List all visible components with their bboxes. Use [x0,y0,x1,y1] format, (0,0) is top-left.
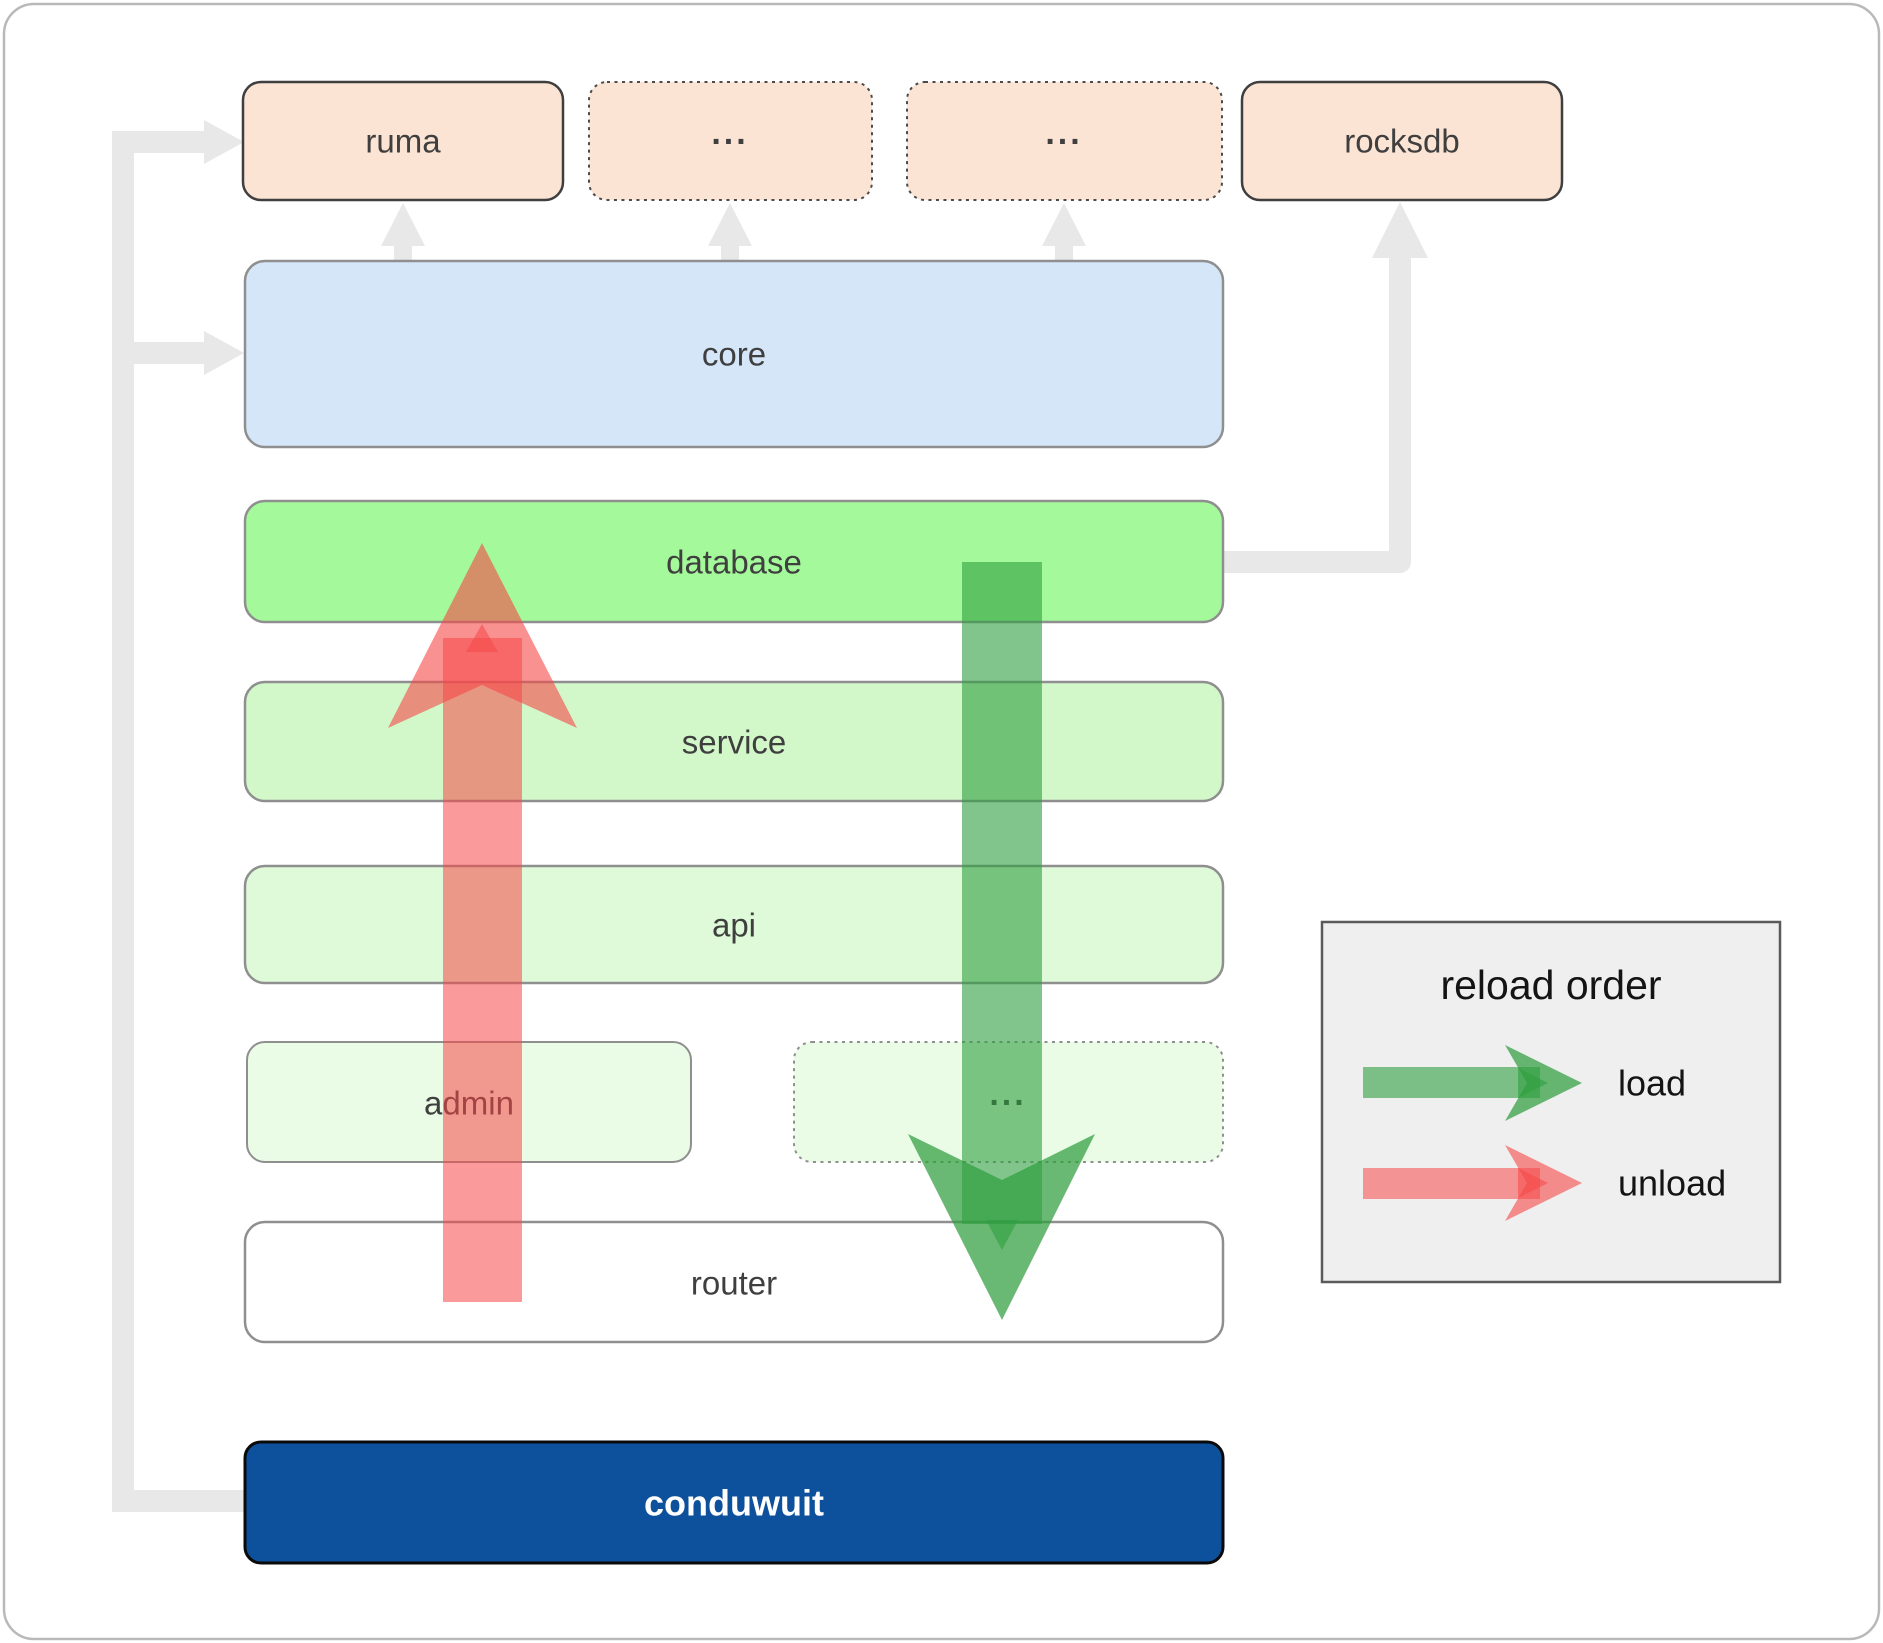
node-database-label: database [666,544,802,581]
unload-arrow [388,543,577,1302]
gray-connectors [112,120,1428,1512]
load-arrow [908,562,1095,1320]
node-etc-top-2-label: ... [1045,114,1082,152]
connector-database-to-rocksdb [1223,256,1411,573]
legend-unload-arrow [1363,1145,1582,1221]
up-arrow-core-to-etc2 [1042,203,1086,262]
arrowhead-into-ruma [204,120,244,164]
load-arrow-marker [986,1220,1018,1250]
node-etc-top-1-box [588,81,873,201]
legend-unload-label: unload [1618,1163,1726,1204]
up-arrow-core-to-ruma [381,203,425,262]
node-rocksdb-label: rocksdb [1344,123,1460,160]
node-rocksdb-box [1240,80,1564,202]
node-etc-top-2-box [906,81,1223,201]
connector-conduwuit-to-ruma [112,131,246,1512]
up-arrow-core-to-etc1 [708,203,752,262]
load-arrow-shaft [962,562,1042,1224]
node-etc-top-1-label: ... [711,114,748,152]
node-api-label: api [712,907,756,944]
legend-title: reload order [1440,962,1661,1008]
arrowhead-into-core [204,331,244,375]
legend-load-label: load [1618,1063,1686,1104]
legend: reload order load unload [1320,920,1782,1284]
node-conduwuit-label: conduwuit [644,1483,824,1524]
node-router-label: router [691,1265,777,1302]
node-conduwuit-box [243,1440,1225,1565]
node-core-box [243,259,1225,449]
unload-arrow-shaft [443,638,522,1302]
unload-arrow-marker [466,624,498,652]
node-service-label: service [682,724,787,761]
legend-box [1320,920,1782,1284]
node-core-label: core [702,336,766,373]
node-ruma-label: ruma [365,123,441,160]
node-ruma-box [241,80,565,202]
legend-load-arrow [1363,1045,1582,1121]
arrowhead-into-rocksdb [1372,202,1428,258]
